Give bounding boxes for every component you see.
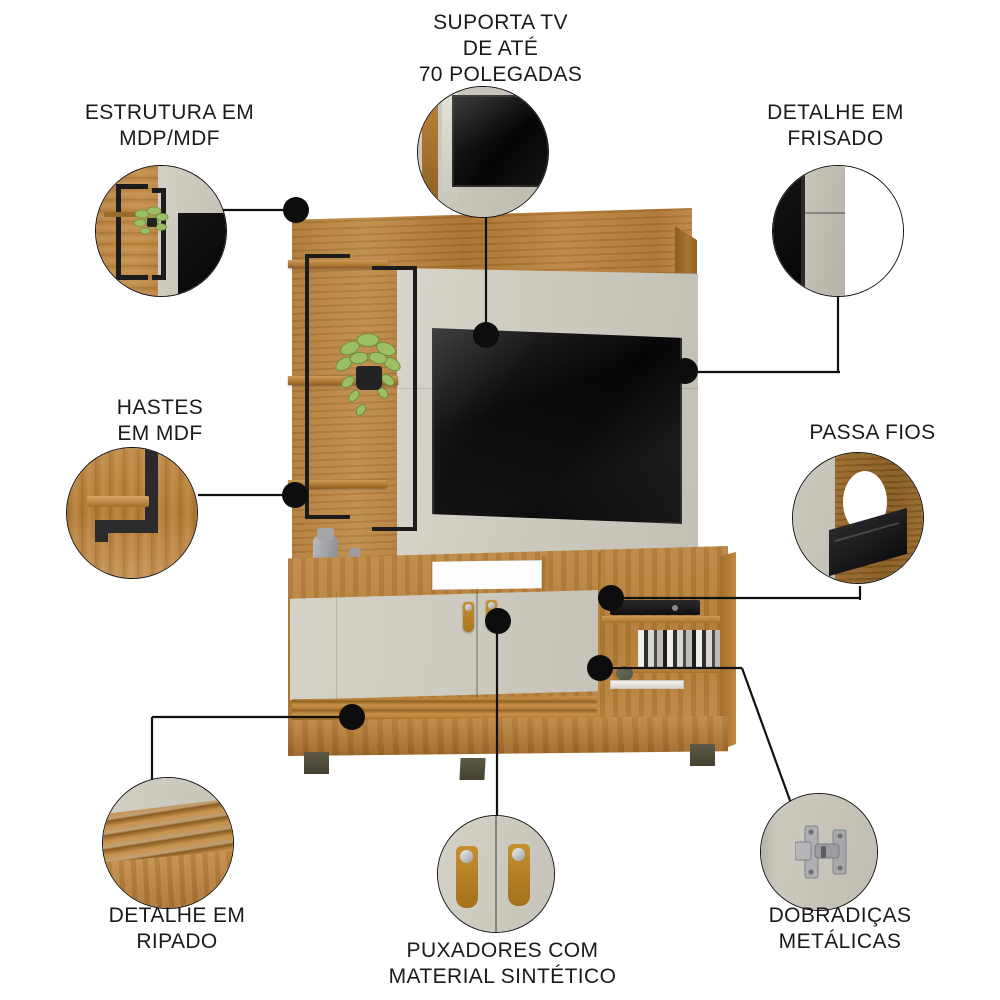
bubble-frisado-dark: [773, 166, 803, 296]
open-shelf-upper-right: [602, 616, 722, 623]
plant-icon: [335, 333, 401, 416]
bubble-hastes-rod-v: [145, 448, 158, 532]
bubble-handle-right-stud: [512, 848, 525, 861]
callout-label-suporta-tv: SUPORTA TV DE ATÉ 70 POLEGADAS: [418, 11, 583, 86]
lower-cabinet: [280, 538, 740, 798]
cabinet-divider-2: [598, 552, 604, 596]
television: [432, 327, 682, 524]
cabinet-doors: [290, 590, 598, 700]
soundbar-indicator: [672, 605, 678, 611]
callout-label-estrutura: ESTRUTURA EM MDP/MDF: [84, 101, 255, 150]
cabinet-divider-1: [542, 556, 548, 596]
callout-dot-suporta-tv[interactable]: [473, 322, 499, 348]
callout-bubble-suporta-tv[interactable]: [417, 86, 549, 218]
callout-label-ripado: DETALHE EM RIPADO: [108, 904, 246, 953]
cabinet-niche-opening: [432, 560, 542, 590]
decor-books-stacked: [610, 680, 684, 689]
callout-dot-passa-fios[interactable]: [598, 585, 624, 611]
decor-sphere: [616, 666, 633, 681]
door-handle-left[interactable]: [463, 602, 474, 632]
shelf-upper: [288, 260, 388, 268]
connector-dobradicas-d: [740, 667, 794, 807]
callout-bubble-ripado[interactable]: [102, 777, 234, 909]
callout-bubble-frisado[interactable]: [772, 165, 904, 297]
decor-vase-small-neck: [349, 548, 360, 558]
callout-dot-hastes[interactable]: [282, 482, 308, 508]
decor-vase-large-neck: [317, 528, 334, 540]
callout-bubble-estrutura[interactable]: [95, 165, 227, 297]
metal-rod-frame-right: [372, 266, 417, 531]
callout-label-frisado: DETALHE EM FRISADO: [767, 101, 904, 150]
callout-bubble-dobradicas[interactable]: [760, 793, 878, 911]
callout-dot-puxadores[interactable]: [485, 608, 511, 634]
decor-plant: [328, 318, 408, 428]
open-shelf-lower-right: [602, 666, 724, 673]
decor-books-right: [638, 630, 724, 668]
cabinet-right-side-panel: [720, 552, 736, 750]
callout-bubble-puxadores[interactable]: [437, 815, 555, 933]
callout-dot-dobradicas[interactable]: [587, 655, 613, 681]
bubble-frisado-edge: [801, 166, 807, 296]
bubble-hastes-wood: [67, 448, 197, 578]
bubble-tv-screen: [452, 95, 548, 187]
bubble-frisado-groove: [805, 212, 845, 214]
callout-dot-frisado[interactable]: [672, 358, 698, 384]
door-split-line: [476, 588, 478, 700]
soundbar-device: [610, 600, 700, 615]
callout-label-hastes: HASTES EM MDF: [116, 396, 204, 445]
bubble-frisado-panel: [805, 166, 845, 296]
bubble-dobradicas-door-edge: [761, 794, 777, 910]
bubble-estrutura-shelf: [104, 212, 144, 217]
bubble-hastes-rod-h: [95, 520, 158, 533]
bubble-puxadores-split: [495, 816, 497, 932]
callout-label-dobradicas: DOBRADIÇAS METÁLICAS: [768, 904, 912, 953]
bubble-estrutura-screen: [177, 212, 226, 296]
cabinet-foot-left: [304, 752, 329, 774]
hinge-icon: [795, 825, 847, 879]
bubble-dobradicas-texture: [765, 812, 787, 874]
bubble-estrutura-rod-right: [152, 188, 166, 280]
bubble-hastes-rod-foot: [95, 520, 108, 542]
callout-dot-estrutura[interactable]: [283, 197, 309, 223]
cabinet-foot-right: [690, 744, 715, 766]
callout-bubble-hastes[interactable]: [66, 447, 198, 579]
bubble-tv-wood-strip: [422, 97, 438, 209]
metal-rod-frame-left: [305, 254, 350, 519]
bubble-handle-left-stud: [460, 850, 473, 863]
callout-label-puxadores: PUXADORES COM MATERIAL SINTÉTICO: [388, 939, 617, 988]
callout-dot-ripado[interactable]: [339, 704, 365, 730]
door-left-edge: [336, 591, 337, 701]
bubble-tv-screen-gloss: [452, 95, 548, 187]
bubble-hastes-shelf: [87, 496, 149, 507]
bubble-estrutura-plant-icon: [133, 206, 169, 235]
callout-bubble-passa-fios[interactable]: [792, 452, 924, 584]
callout-label-passa-fios: PASSA FIOS: [809, 421, 936, 444]
bubble-estrutura-rod-left: [116, 184, 148, 280]
shelf-lower: [288, 480, 386, 488]
plant-pot: [356, 366, 382, 390]
cabinet-foot-center: [459, 758, 486, 780]
